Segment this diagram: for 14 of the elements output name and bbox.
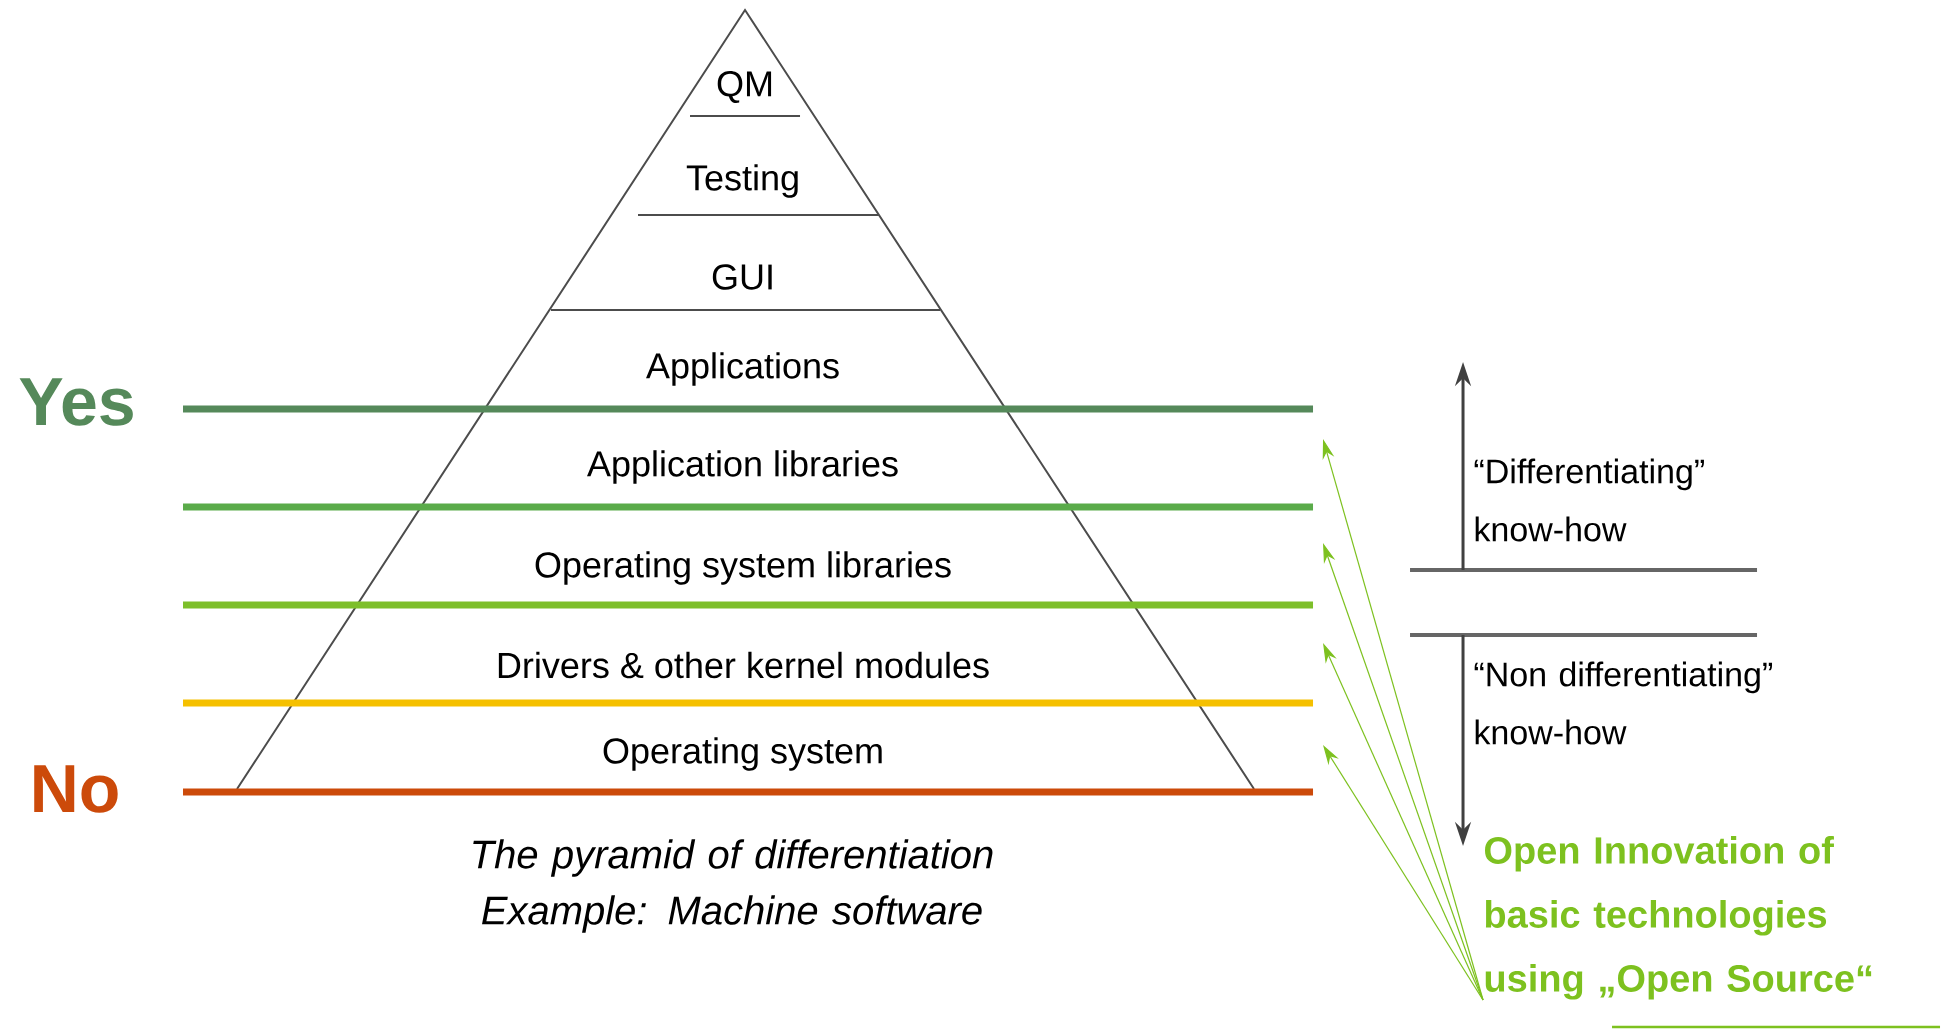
layer-label: GUI bbox=[712, 264, 772, 290]
layer-label: Application libraries bbox=[587, 450, 898, 484]
layer-label: Drivers & other kernel modules bbox=[498, 651, 989, 679]
layer-label: Applications bbox=[646, 352, 839, 386]
layer-label: Operating system libraries bbox=[535, 551, 951, 585]
caption: The pyramid of differentiation Example: Machine software bbox=[473, 839, 993, 933]
level-label: Yes bbox=[19, 378, 133, 426]
level-label: No bbox=[34, 765, 118, 813]
layer-label: Testing bbox=[686, 164, 798, 198]
note-text: “Differentiating” know-how bbox=[1474, 458, 1704, 542]
note-text: “Non differentiating” know-how bbox=[1474, 661, 1772, 745]
callout-text: Open Innovation of basic technologies using „Open Source“ bbox=[1485, 836, 1872, 1000]
layer-label: Operating system bbox=[603, 737, 882, 771]
layer-label: QM bbox=[717, 71, 772, 103]
